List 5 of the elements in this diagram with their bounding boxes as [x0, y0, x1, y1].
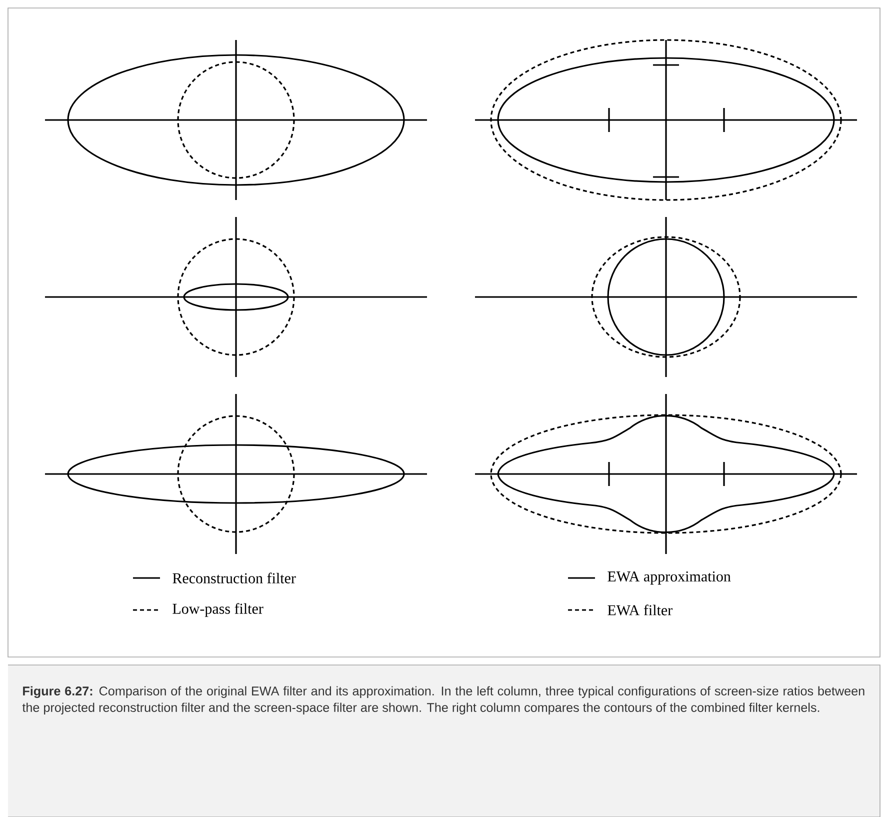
- legend-label: EWA approximation: [608, 571, 731, 585]
- legend-label: EWA filter: [608, 604, 672, 616]
- legend-label: Reconstruction filter: [172, 572, 296, 584]
- legend-label: Low-pass filter: [172, 603, 264, 617]
- caption: Figure 6.27: Comparison of the original EWA filter and its approximation. In the left column, three typical configurations of screen-size ratios between the projected reconstruction filter and the screen-space filter are shown. The right column compares the contours of the combined filter kernels.: [8, 664, 880, 817]
